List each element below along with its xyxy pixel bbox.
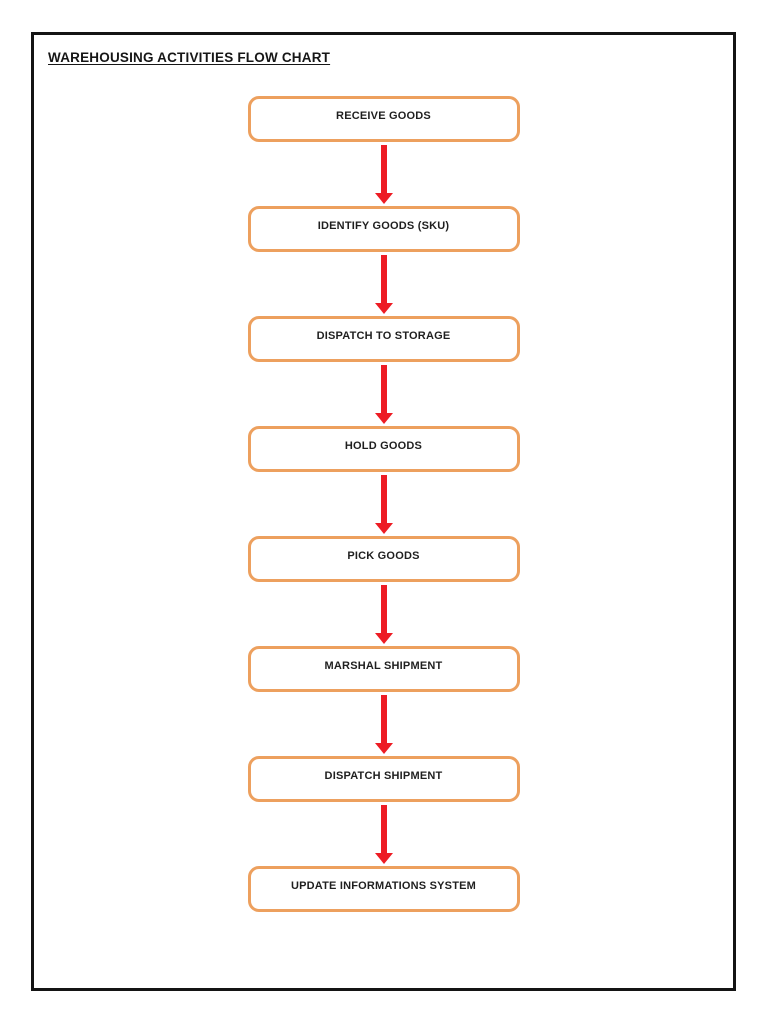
arrow-down-icon (374, 193, 393, 204)
flow-step-box: DISPATCH SHIPMENT (247, 756, 520, 802)
flow-step-label: IDENTIFY GOODS (SKU) (317, 219, 450, 232)
flow-step-label: DISPATCH SHIPMENT (324, 769, 443, 782)
flow-connector (374, 692, 393, 756)
flowchart: RECEIVE GOODS IDENTIFY GOODS (SKU) DISPA… (247, 96, 520, 912)
flow-step-label: UPDATE INFORMATIONS SYSTEM (290, 879, 477, 892)
flow-step-label: PICK GOODS (347, 549, 420, 562)
flow-connector (374, 362, 393, 426)
arrow-line (380, 145, 387, 193)
flow-connector (374, 472, 393, 536)
flow-connector (374, 142, 393, 206)
flow-step-box: MARSHAL SHIPMENT (247, 646, 520, 692)
flow-step-box: RECEIVE GOODS (247, 96, 520, 142)
flow-connector (374, 582, 393, 646)
flow-connector (374, 252, 393, 316)
arrow-line (380, 255, 387, 303)
page-title: WAREHOUSING ACTIVITIES FLOW CHART (48, 50, 331, 65)
arrow-down-icon (374, 523, 393, 534)
arrow-line (380, 695, 387, 743)
flow-step-label: MARSHAL SHIPMENT (324, 659, 443, 672)
arrow-down-icon (374, 303, 393, 314)
arrow-line (380, 365, 387, 413)
flow-step-box: IDENTIFY GOODS (SKU) (247, 206, 520, 252)
arrow-down-icon (374, 743, 393, 754)
arrow-down-icon (374, 633, 393, 644)
flow-step-box: UPDATE INFORMATIONS SYSTEM (247, 866, 520, 912)
page-frame: WAREHOUSING ACTIVITIES FLOW CHART RECEIV… (31, 32, 736, 991)
flow-step-box: HOLD GOODS (247, 426, 520, 472)
arrow-line (380, 805, 387, 853)
arrow-line (380, 475, 387, 523)
flow-step-label: HOLD GOODS (344, 439, 423, 452)
flow-step-label: RECEIVE GOODS (336, 109, 431, 122)
arrow-down-icon (374, 853, 393, 864)
arrow-line (380, 585, 387, 633)
flow-step-label: DISPATCH TO STORAGE (316, 329, 451, 342)
arrow-down-icon (374, 413, 393, 424)
flow-step-box: DISPATCH TO STORAGE (247, 316, 520, 362)
flow-connector (374, 802, 393, 866)
flow-step-box: PICK GOODS (247, 536, 520, 582)
